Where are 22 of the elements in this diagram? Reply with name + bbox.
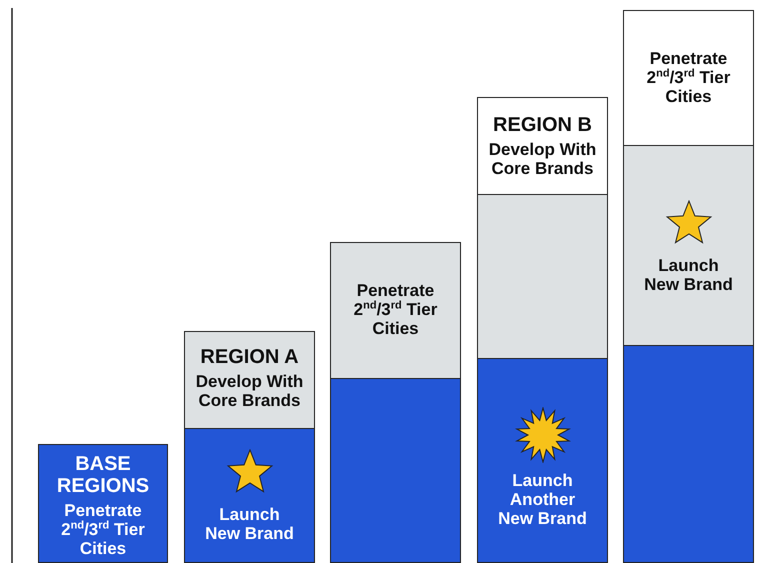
strategy-text: Launch Another New Brand [497,471,588,528]
step-block [477,358,608,563]
step-block [623,345,754,563]
step-block [477,194,608,359]
step-block [330,242,461,379]
step-block [623,145,754,346]
step-block [623,10,754,146]
step-block [330,378,461,563]
step-block [38,444,168,563]
strategy-text: Penetrate 2$^{nd}$/3$^{rd}$ Tier Cities [60,501,146,558]
region-heading: BASE REGIONS [56,453,150,497]
strategy-text: Develop With Core Brands [194,372,304,410]
step-block [184,428,315,563]
step-block [184,331,315,429]
step-block [477,97,608,195]
strategy-text: Develop With Core Brands [488,140,598,178]
strategy-text: Penetrate 2$^{nd}$/3$^{rd}$ Tier Cities [646,49,732,106]
region-heading: REGION B [492,114,593,136]
strategy-text: Penetrate 2$^{nd}$/3$^{rd}$ Tier Cities [352,281,438,338]
strategy-text: Launch New Brand [643,256,734,294]
strategy-text: Launch New Brand [204,505,295,543]
region-heading: REGION A [199,346,300,368]
